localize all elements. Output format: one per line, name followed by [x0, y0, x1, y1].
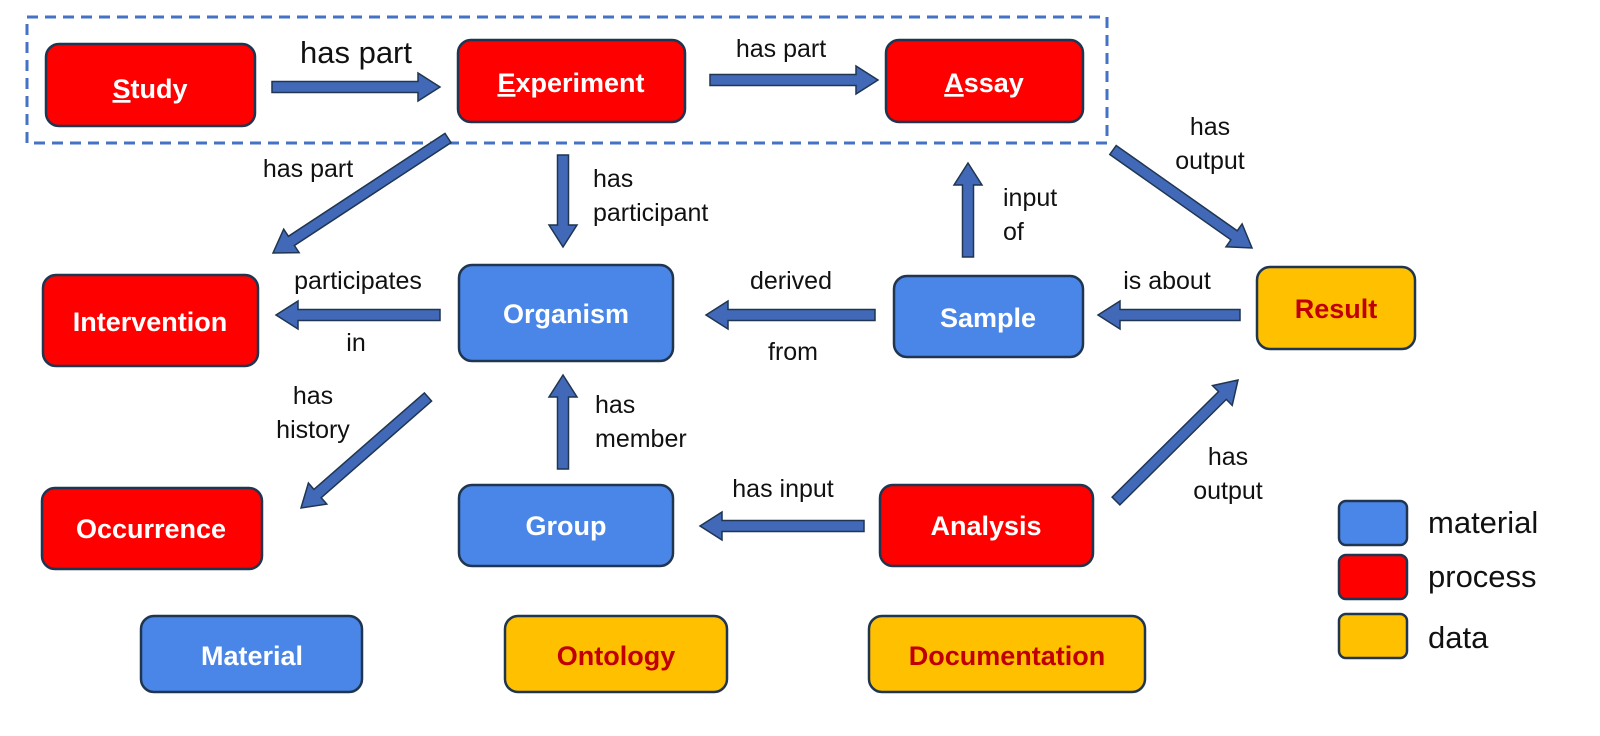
edge-label-experiment-intervention: has part — [263, 155, 353, 183]
node-result-box — [1255, 265, 1417, 351]
edge-label-analysis-result-line2: output — [1193, 477, 1263, 505]
edge-label-organism-intervention-line2: in — [346, 329, 365, 357]
legend-label-process: process — [1428, 559, 1537, 594]
arrow-experiment-to-intervention — [271, 132, 453, 254]
arrow-experiment-to-organism — [547, 154, 579, 249]
edge-label-study-experiment: has part — [300, 35, 412, 70]
edge-label-result-sample: is about — [1123, 267, 1211, 295]
node-intervention-box — [41, 273, 260, 368]
edge-label-experiment-organism-line2: participant — [593, 199, 708, 227]
node-material-label: Material — [201, 641, 303, 671]
node-intervention-label: Intervention — [73, 307, 228, 337]
node-study[interactable]: Study — [44, 42, 257, 128]
legend-label-material: material — [1428, 505, 1538, 540]
edge-label-assay-result-line2: output — [1175, 147, 1245, 175]
edge-label-experiment-organism-line1: has — [593, 165, 633, 193]
node-study-initial: S — [112, 74, 130, 104]
legend: material process data — [1337, 499, 1538, 660]
node-sample[interactable]: Sample — [892, 274, 1085, 359]
edge-label-organism-occurrence-line1: has — [293, 382, 333, 410]
node-assay-label: Assay — [944, 68, 1024, 98]
node-ontology[interactable]: Ontology — [503, 614, 729, 694]
arrow-experiment-to-assay — [709, 64, 880, 96]
edge-label-assay-result-line1: has — [1190, 113, 1230, 141]
node-organism-label: Organism — [503, 299, 629, 329]
node-group[interactable]: Group — [457, 483, 675, 568]
node-study-box — [44, 42, 257, 128]
node-documentation[interactable]: Documentation — [867, 614, 1147, 694]
legend-label-data: data — [1428, 620, 1489, 655]
node-study-label: Study — [112, 74, 187, 104]
node-sample-box — [892, 274, 1085, 359]
legend-swatch-data — [1337, 612, 1409, 660]
node-occurrence-label: Occurrence — [76, 514, 226, 544]
arrow-sample-to-organism — [704, 299, 876, 331]
edge-label-group-organism-line1: has — [595, 391, 635, 419]
node-organism-box — [457, 263, 675, 363]
node-assay-rest: ssay — [964, 68, 1024, 98]
node-documentation-label: Documentation — [909, 641, 1106, 671]
legend-item-material: material — [1337, 499, 1538, 547]
node-ontology-box — [503, 614, 729, 694]
arrow-analysis-to-result — [1111, 379, 1239, 506]
node-study-rest: tudy — [131, 74, 188, 104]
arrows — [271, 64, 1254, 542]
edge-label-organism-occurrence-line2: history — [276, 416, 350, 444]
node-analysis[interactable]: Analysis — [878, 483, 1095, 568]
node-occurrence-box — [40, 486, 264, 571]
edge-label-group-organism-line2: member — [595, 425, 687, 453]
edge-label-experiment-assay: has part — [736, 35, 826, 63]
node-group-box — [457, 483, 675, 568]
node-analysis-label: Analysis — [930, 511, 1041, 541]
node-sample-label: Sample — [940, 303, 1036, 333]
edge-label-sample-assay-line1: input — [1003, 184, 1057, 212]
node-analysis-box — [878, 483, 1095, 568]
legend-swatch-material — [1337, 499, 1409, 547]
node-group-label: Group — [526, 511, 607, 541]
arrow-organism-to-intervention — [274, 299, 441, 331]
node-intervention[interactable]: Intervention — [41, 273, 260, 368]
node-occurrence[interactable]: Occurrence — [40, 486, 264, 571]
edge-label-analysis-result-line1: has — [1208, 443, 1248, 471]
core-process-group-outline — [25, 15, 1109, 145]
arrow-analysis-to-group — [698, 510, 865, 542]
node-result-label: Result — [1295, 294, 1378, 324]
arrow-assay-to-result — [1108, 144, 1254, 249]
edge-label-analysis-group: has input — [732, 475, 834, 503]
arrow-result-to-sample — [1096, 299, 1241, 331]
node-ontology-label: Ontology — [557, 641, 675, 671]
node-assay-box — [884, 38, 1085, 124]
node-experiment[interactable]: Experiment — [456, 38, 687, 124]
arrow-study-to-experiment — [271, 71, 442, 103]
edge-label-sample-organism-line2: from — [768, 338, 818, 366]
legend-item-data: data — [1337, 612, 1489, 660]
node-assay[interactable]: Assay — [884, 38, 1085, 124]
node-assay-initial: A — [944, 68, 964, 98]
arrow-group-to-organism — [547, 373, 579, 470]
node-documentation-box — [867, 614, 1147, 694]
arrow-sample-to-assay — [952, 161, 984, 258]
node-experiment-rest: xperiment — [515, 68, 644, 98]
legend-item-process: process — [1337, 553, 1537, 601]
edge-label-organism-intervention-line1: participates — [294, 267, 422, 295]
node-experiment-initial: E — [497, 68, 515, 98]
node-material-box — [139, 614, 364, 694]
node-result[interactable]: Result — [1255, 265, 1417, 351]
legend-swatch-process — [1337, 553, 1409, 601]
node-experiment-label: Experiment — [497, 68, 644, 98]
arrow-organism-to-occurrence — [299, 391, 433, 509]
node-experiment-box — [456, 38, 687, 124]
node-material[interactable]: Material — [139, 614, 364, 694]
node-organism[interactable]: Organism — [457, 263, 675, 363]
edge-label-sample-assay-line2: of — [1003, 218, 1024, 246]
edge-label-sample-organism-line1: derived — [750, 267, 832, 295]
